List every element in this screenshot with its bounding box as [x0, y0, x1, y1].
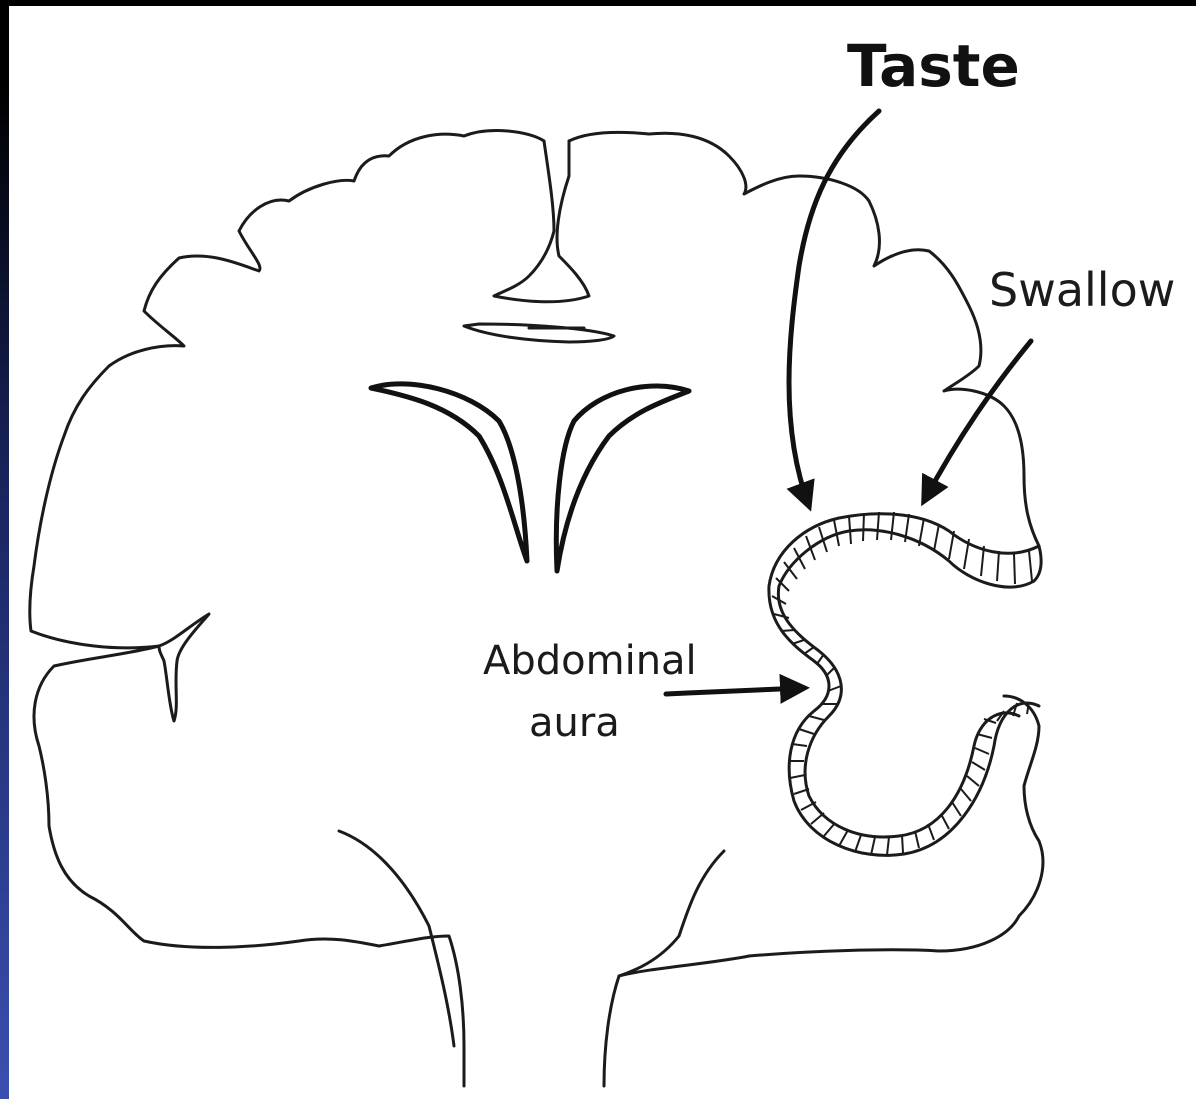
left-gradient-border — [0, 0, 9, 1099]
brain-outline-top-right — [569, 132, 1041, 581]
brain-outline — [30, 131, 544, 1086]
left-sylvian-fissure — [159, 614, 209, 721]
taste-label: Taste — [847, 32, 1020, 100]
aura-label: aura — [529, 700, 620, 746]
abdominal-aura-arrow — [666, 688, 804, 694]
left-temporal-inner — [339, 831, 454, 1046]
right-lateral-ventricle — [556, 386, 689, 571]
taste-arrow — [789, 111, 879, 506]
abdominal-label: Abdominal — [483, 638, 697, 684]
right-temporal-inner — [619, 851, 724, 976]
diagram-canvas: Taste Swallow Abdominal aura — [9, 6, 1196, 1099]
interhemispheric-fissure — [494, 141, 589, 302]
insular-cortex — [769, 512, 1039, 855]
left-lateral-ventricle — [371, 384, 527, 561]
swallow-label: Swallow — [989, 263, 1175, 317]
brain-outline-right — [604, 696, 1043, 1086]
brain-coronal-diagram: Taste Swallow Abdominal aura — [9, 6, 1196, 1099]
